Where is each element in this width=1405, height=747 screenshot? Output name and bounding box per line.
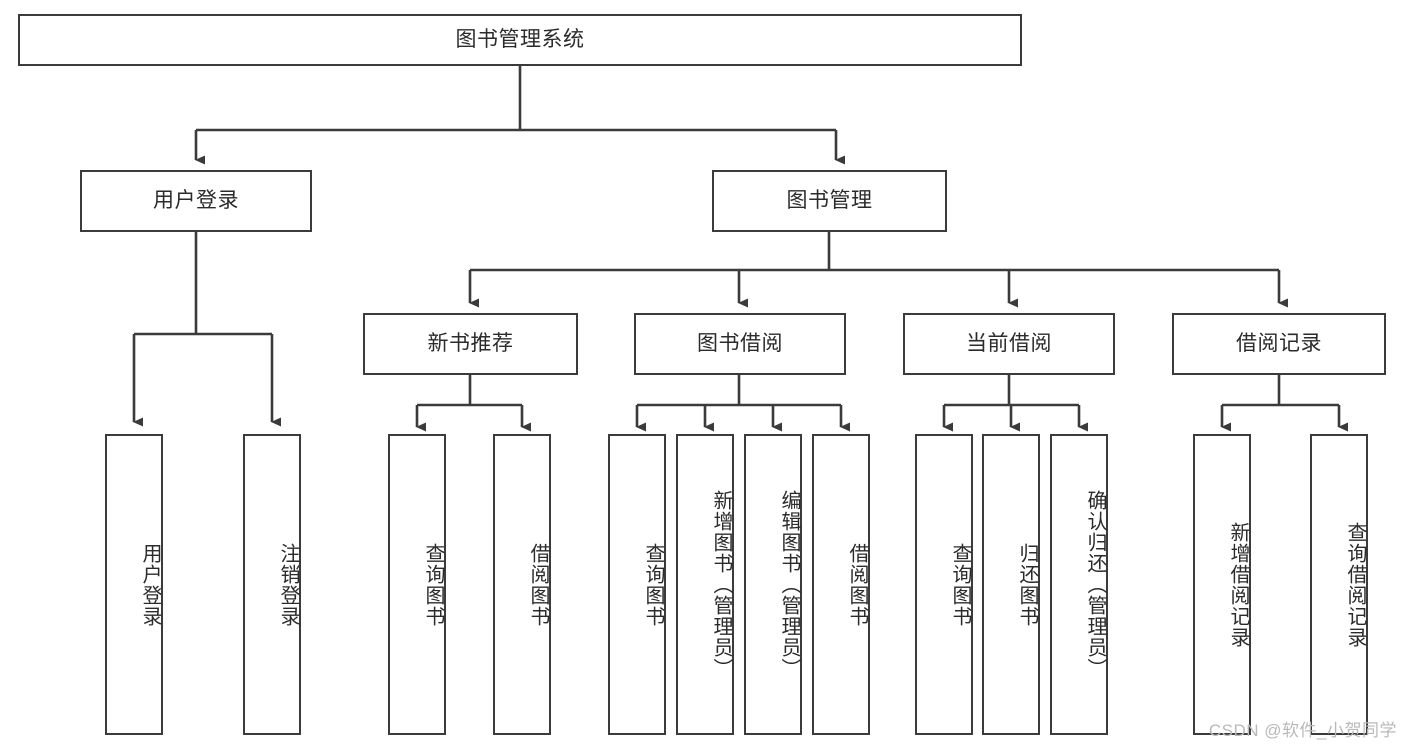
node-leaf-borrow-book-1[interactable]: 借阅图书 (493, 434, 551, 735)
node-leaf-borrow-book-2-label: 借阅图书 (846, 542, 868, 627)
node-leaf-user-login-label: 用户登录 (139, 542, 161, 627)
node-leaf-query-book-3-label: 查询图书 (949, 542, 971, 627)
node-leaf-return-book-label: 归还图书 (1016, 542, 1038, 627)
node-leaf-edit-book-label: 编辑图书（管理员） (778, 490, 800, 679)
node-leaf-return-book[interactable]: 归还图书 (982, 434, 1040, 735)
node-leaf-confirm-return-label: 确认归还（管理员） (1084, 490, 1106, 679)
node-book-borrow-label: 图书借阅 (697, 332, 783, 356)
node-root-label: 图书管理系统 (455, 28, 585, 52)
node-current-borrow-label: 当前借阅 (966, 332, 1052, 356)
node-leaf-user-login[interactable]: 用户登录 (105, 434, 163, 735)
node-leaf-add-record-label: 新增借阅记录 (1227, 521, 1249, 648)
node-leaf-query-book-1[interactable]: 查询图书 (388, 434, 446, 735)
node-borrow-record[interactable]: 借阅记录 (1172, 313, 1386, 375)
node-user-login[interactable]: 用户登录 (80, 170, 312, 232)
node-new-book-recommend-label: 新书推荐 (427, 332, 514, 356)
node-leaf-edit-book[interactable]: 编辑图书（管理员） (744, 434, 802, 735)
node-book-borrow[interactable]: 图书借阅 (634, 313, 846, 375)
node-leaf-confirm-return[interactable]: 确认归还（管理员） (1050, 434, 1108, 735)
node-leaf-query-record[interactable]: 查询借阅记录 (1310, 434, 1368, 735)
node-current-borrow[interactable]: 当前借阅 (903, 313, 1115, 375)
node-leaf-logout-login[interactable]: 注销登录 (243, 434, 301, 735)
node-leaf-logout-login-label: 注销登录 (277, 542, 299, 627)
node-leaf-add-book-label: 新增图书（管理员） (710, 490, 732, 679)
node-root[interactable]: 图书管理系统 (18, 14, 1022, 66)
node-leaf-add-book[interactable]: 新增图书（管理员） (676, 434, 734, 735)
node-user-login-label: 用户登录 (153, 189, 239, 213)
node-leaf-query-book-1-label: 查询图书 (422, 542, 444, 627)
node-leaf-query-book-2[interactable]: 查询图书 (608, 434, 666, 735)
node-leaf-query-book-3[interactable]: 查询图书 (915, 434, 973, 735)
node-leaf-borrow-book-2[interactable]: 借阅图书 (812, 434, 870, 735)
node-book-manage-label: 图书管理 (786, 189, 873, 213)
node-borrow-record-label: 借阅记录 (1236, 332, 1322, 356)
node-new-book-recommend[interactable]: 新书推荐 (363, 313, 578, 375)
node-leaf-query-record-label: 查询借阅记录 (1344, 521, 1366, 648)
node-leaf-query-book-2-label: 查询图书 (642, 542, 664, 627)
node-leaf-borrow-book-1-label: 借阅图书 (527, 542, 549, 627)
node-leaf-add-record[interactable]: 新增借阅记录 (1193, 434, 1251, 735)
node-book-manage[interactable]: 图书管理 (712, 170, 947, 232)
